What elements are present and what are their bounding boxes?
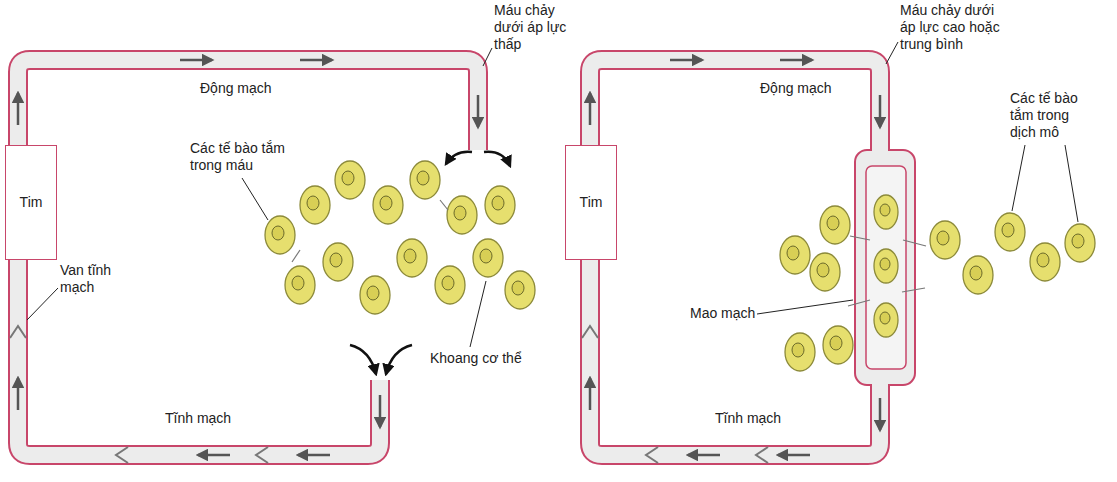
vein-label: Tĩnh mạch (165, 410, 275, 427)
open-flow-arrows (350, 152, 510, 374)
vein-label: Tĩnh mạch (715, 410, 825, 427)
artery-label: Động mạch (760, 80, 870, 97)
cells-open (265, 161, 535, 314)
cells-closed (780, 195, 1095, 371)
heart-box: Tim (5, 145, 57, 260)
leader-lines (27, 42, 1078, 347)
artery-label: Động mạch (200, 80, 310, 97)
cell-label: Các tế bào tắm trong máu (190, 140, 288, 174)
pressure-label: Máu chảy dưới áp lực thấp (494, 2, 576, 53)
capillary-label: Mao mạch (690, 305, 756, 322)
valve-label: Van tĩnh mạch (60, 262, 126, 296)
cavity-label: Khoang cơ thể (430, 350, 540, 367)
cell-label: Các tế bào tắm trong dịch mô (1010, 90, 1092, 141)
vessel-open (18, 60, 478, 455)
vein-valves (10, 326, 768, 463)
node-label: Tim (20, 194, 43, 211)
vessel-closed (590, 60, 880, 455)
pressure-label: Máu chảy dưới áp lực cao hoặc trung bình (900, 2, 1010, 53)
capillary (855, 146, 915, 389)
flow-arrows (18, 60, 880, 455)
node-label: Tim (580, 194, 603, 211)
heart-box: Tim (565, 145, 617, 260)
